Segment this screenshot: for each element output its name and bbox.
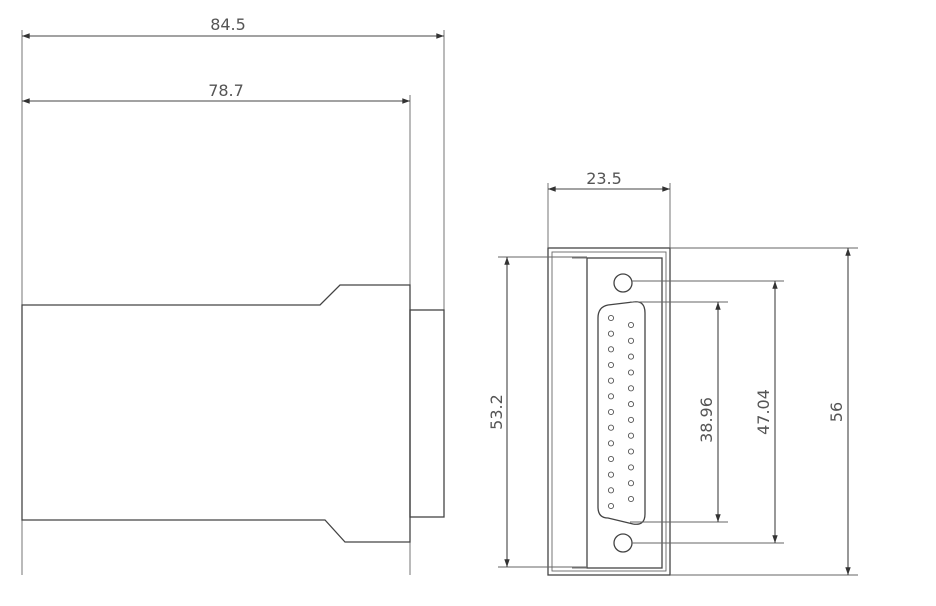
pin-row1-6 (607, 393, 615, 400)
pin-row1-8 (607, 424, 615, 431)
screw-hole-top (613, 273, 633, 293)
dim-body-length-label: 78.7 (208, 81, 244, 100)
pin-row1-10 (607, 455, 615, 463)
pin-row2-12 (627, 495, 635, 503)
dim-inner-height-label: 53.2 (487, 394, 506, 430)
pin-row2-11 (627, 480, 635, 487)
pin-row1-9 (607, 440, 615, 447)
pin-row2-5 (627, 385, 635, 392)
pin-row2-1 (627, 321, 635, 329)
pin-row1-13 (607, 502, 615, 510)
pin-row1-1 (607, 314, 615, 322)
dsub-shell (597, 301, 646, 525)
front-inner-frame (551, 251, 667, 572)
dim-total-length-label: 84.5 (210, 15, 246, 34)
front-view: 23.5 53.2 38.96 47.04 56 (487, 169, 858, 576)
pin-row1-7 (607, 408, 615, 416)
pin-row2-7 (627, 416, 635, 423)
screw-hole-bottom (613, 533, 633, 553)
dim-screw-spacing-label: 47.04 (754, 389, 773, 435)
pin-row1-5 (607, 377, 615, 384)
front-outer-frame (547, 247, 671, 576)
pin-row1-2 (607, 330, 615, 337)
pin-row2-6 (627, 401, 635, 408)
connector-face-plate (586, 257, 663, 569)
pin-row1-3 (607, 346, 615, 353)
pin-row2-4 (627, 369, 635, 376)
side-flange (409, 309, 445, 518)
side-body-outline (21, 284, 411, 543)
dim-pin-span-label: 38.96 (697, 397, 716, 443)
pin-row1-11 (607, 471, 615, 478)
dsub-pins (607, 314, 635, 510)
dim-overall-height-label: 56 (827, 402, 846, 422)
pin-row2-10 (627, 464, 635, 471)
pin-row1-4 (607, 361, 615, 369)
pin-row2-8 (627, 432, 635, 439)
pin-row1-12 (607, 487, 615, 494)
pin-row2-2 (627, 337, 635, 344)
dim-face-width-label: 23.5 (586, 169, 622, 188)
side-view: 84.5 78.7 (21, 15, 445, 575)
pin-row2-9 (627, 448, 635, 455)
pin-row2-3 (627, 353, 635, 360)
